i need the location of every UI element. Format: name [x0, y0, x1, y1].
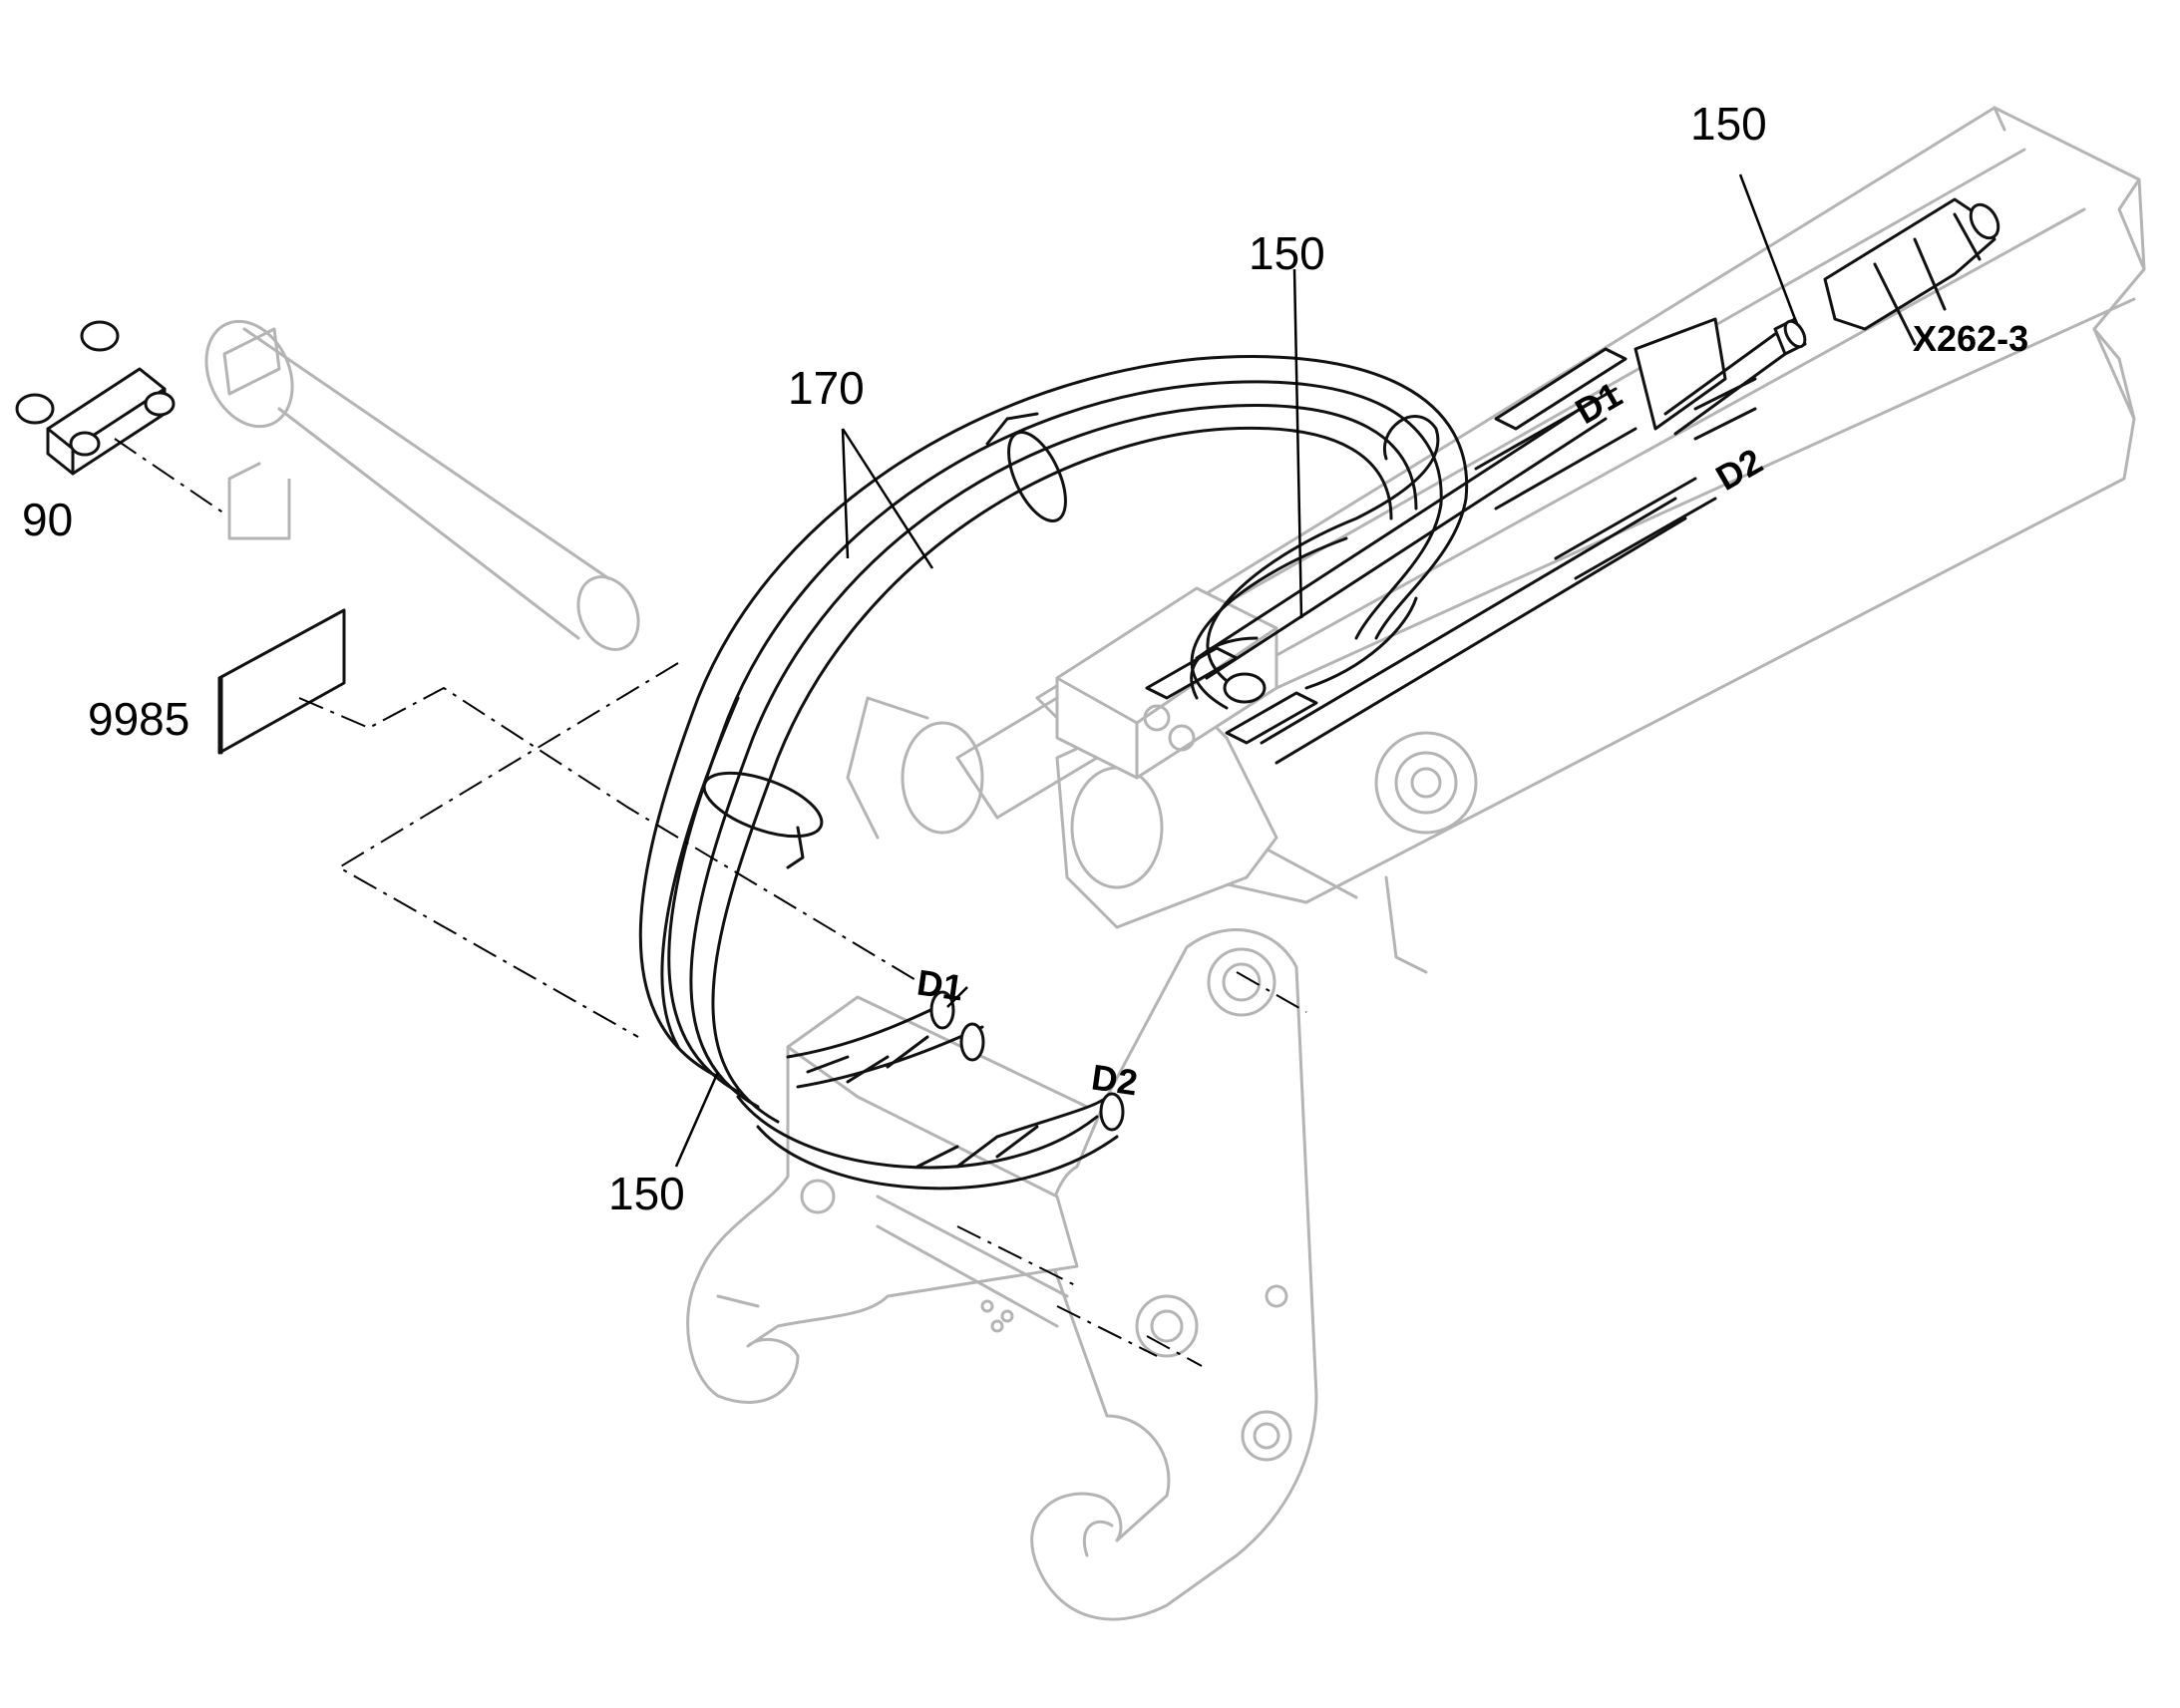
connector-label: X262-3	[1913, 318, 2028, 359]
callout-90: 90	[22, 494, 73, 545]
hose-label-d1-upper: D1	[1569, 374, 1629, 433]
callout-170: 170	[788, 362, 865, 414]
item-90-bracket	[15, 320, 176, 476]
item-9985-plate	[217, 608, 346, 755]
quick-coupler	[686, 696, 1318, 1621]
callout-150-top: 150	[1690, 98, 1767, 150]
hose-label-d1-lower: D1	[914, 961, 965, 1008]
hose-clamps	[702, 412, 1067, 869]
callout-9985: 9985	[88, 693, 189, 745]
callout-150-middle: 150	[1249, 227, 1325, 279]
lower-hose-loop	[736, 990, 1125, 1191]
inner-hose-loop	[1190, 415, 1440, 710]
hose-label-d2-lower: D2	[1089, 1056, 1140, 1103]
braided-hoses	[1195, 317, 1757, 765]
callout-150-bottom: 150	[608, 1168, 685, 1219]
leader-lines	[674, 173, 1797, 1168]
connector-x262-3	[1663, 197, 2000, 436]
hose-label-d2-upper: D2	[1709, 440, 1769, 499]
assembly-lines	[114, 438, 1307, 1367]
pin	[204, 319, 640, 651]
hose-block	[1055, 586, 1318, 780]
hose-170-loop	[638, 355, 1469, 1124]
